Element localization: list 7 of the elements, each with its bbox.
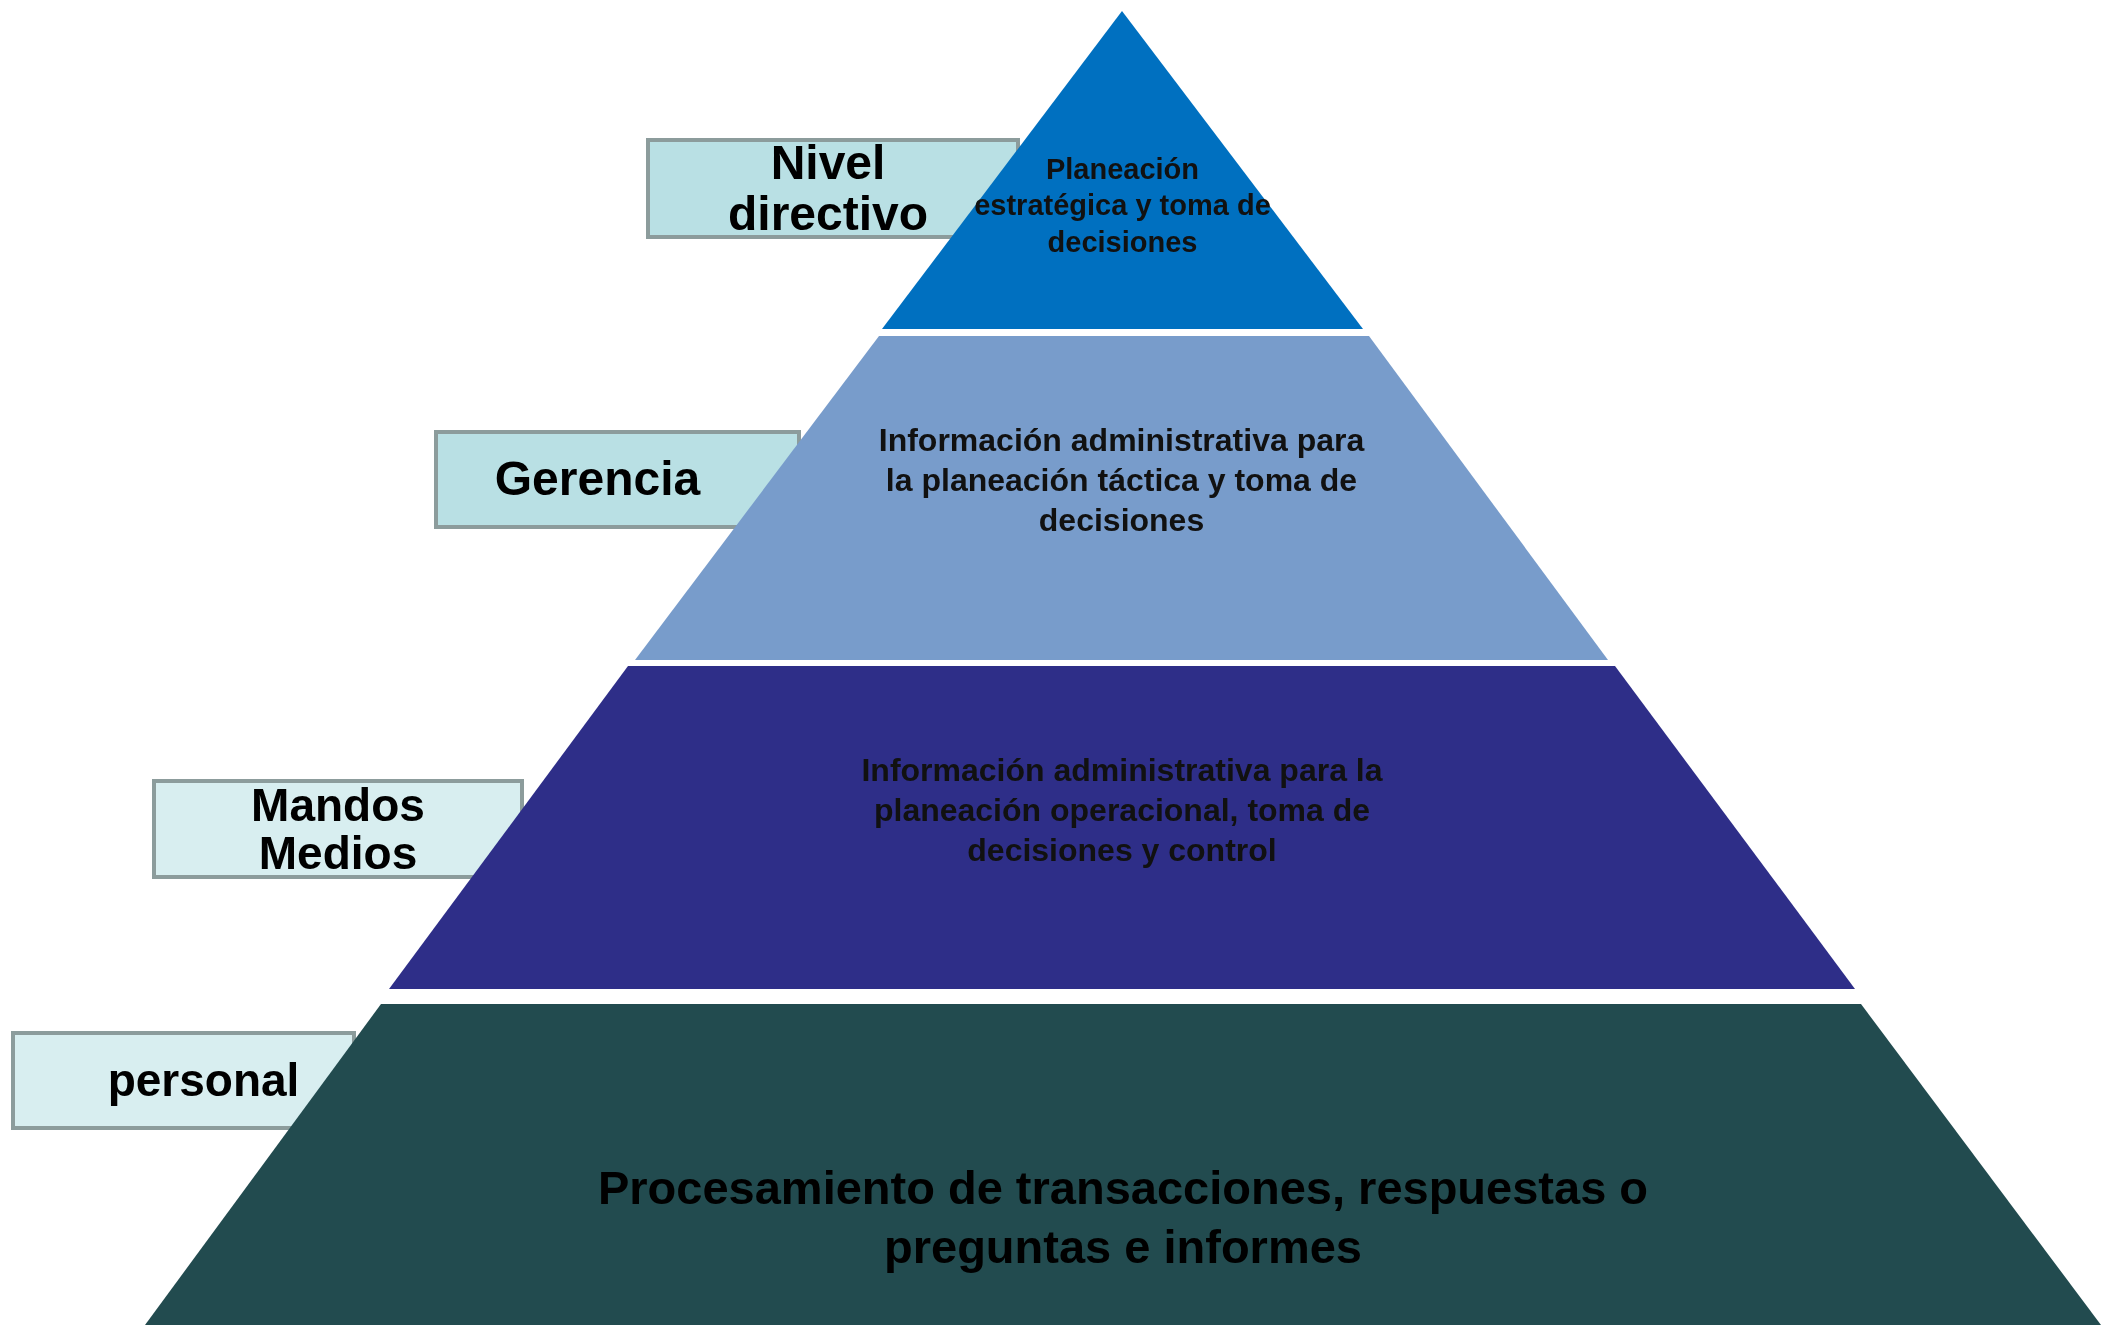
tier-text: Información administrativa para la planeación operacional, toma de decisiones y control	[860, 751, 1384, 870]
level-label: Gerencia	[434, 430, 801, 529]
tier-text: Información administrativa para la planeación táctica y toma de decisiones	[877, 421, 1366, 540]
level-label: personal	[11, 1031, 356, 1130]
tier-text: Procesamiento de transacciones, respuestas o preguntas e informes	[596, 1160, 1650, 1275]
level-label: Mandos Medios	[152, 779, 524, 879]
tier-text: Planeación estratégica y toma de decisiones	[973, 152, 1272, 260]
